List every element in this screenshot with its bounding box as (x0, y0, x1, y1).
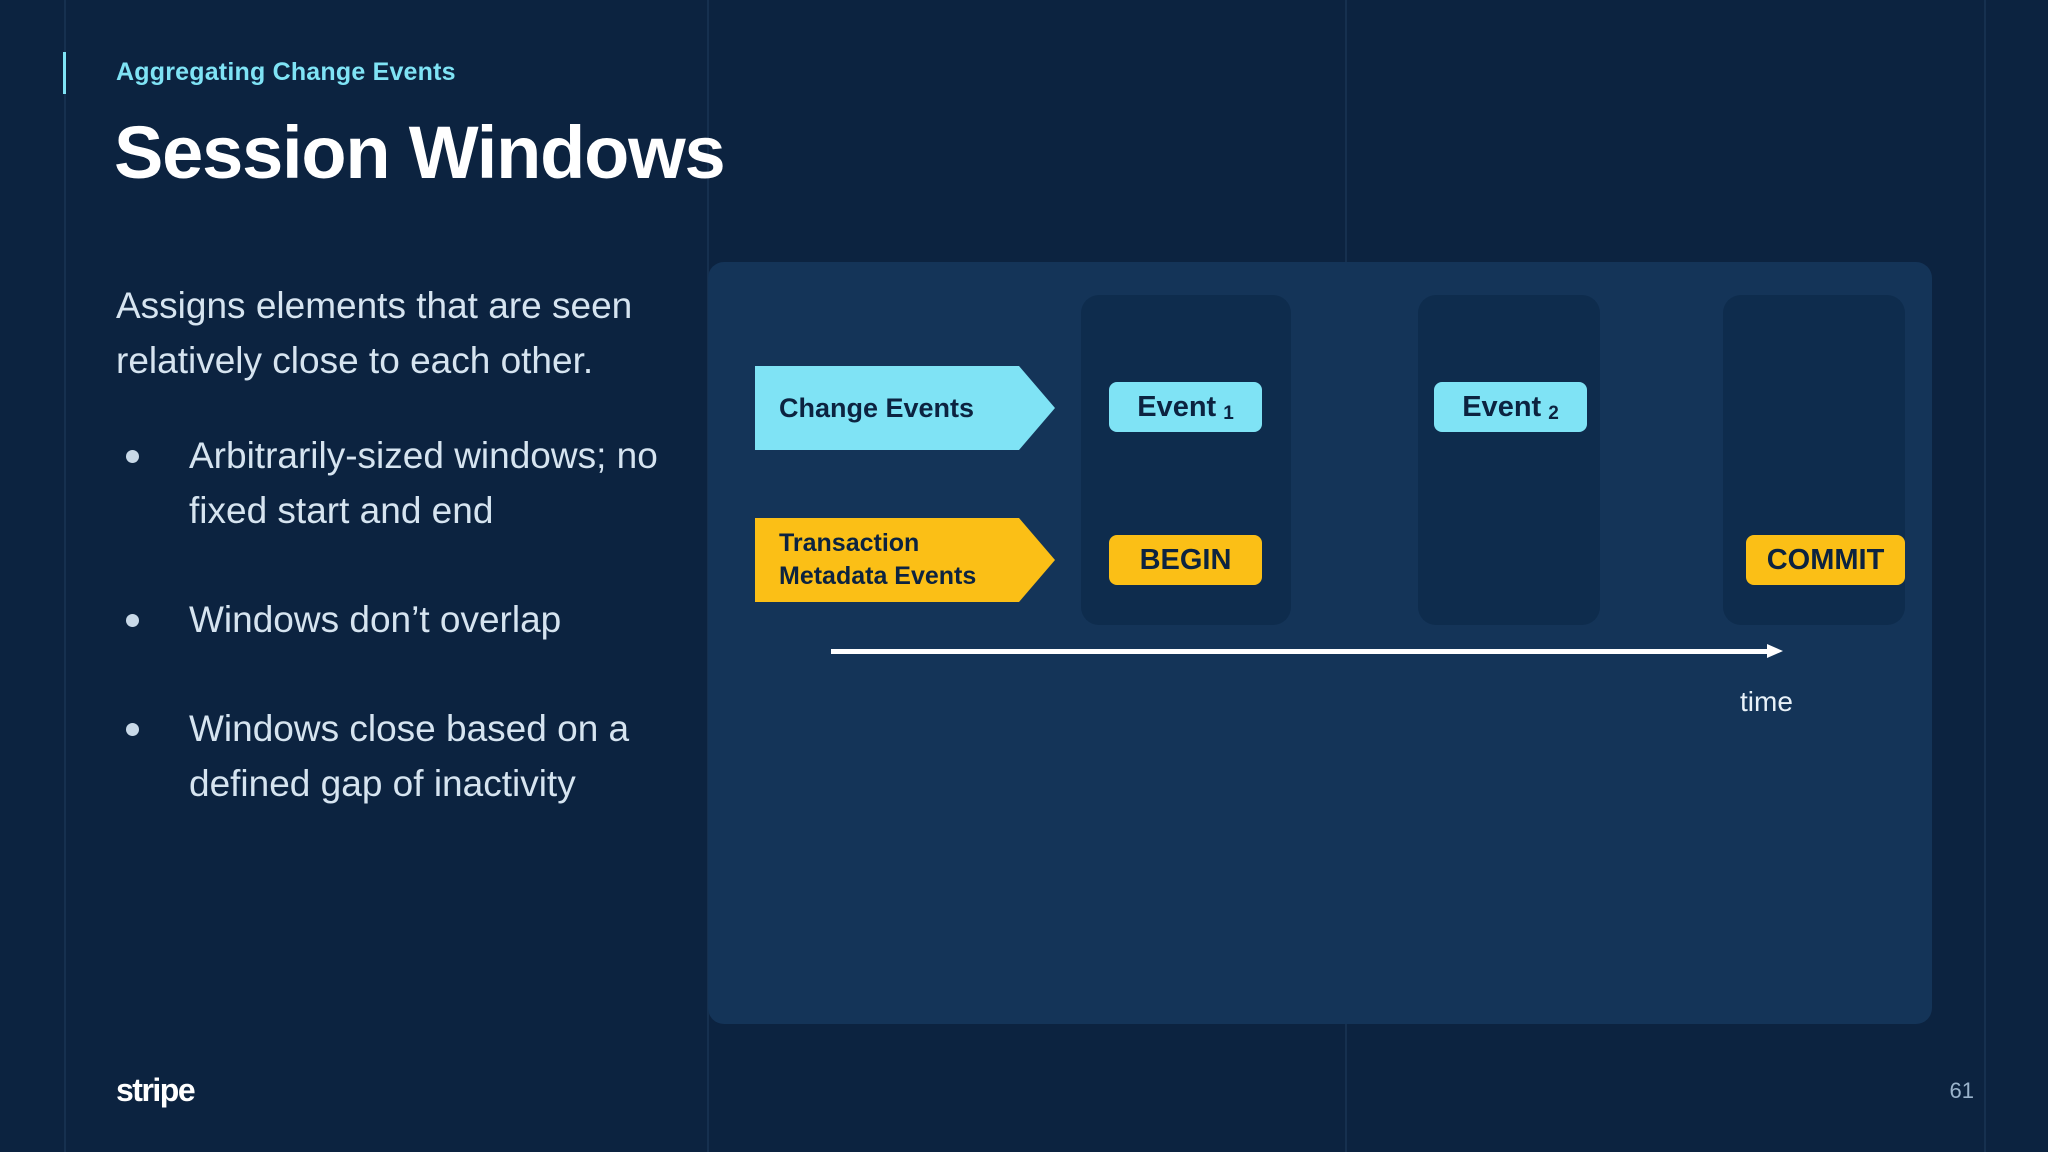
time-axis-arrowhead (1767, 644, 1783, 658)
event-badge-label: Event (1137, 390, 1217, 423)
lane-label-transaction-metadata-events: Transaction Metadata Events (755, 518, 1055, 602)
event-badge-subscript: 1 (1223, 403, 1234, 424)
lane-label-line-1: Transaction (779, 529, 920, 557)
bullet-dot-icon (126, 723, 139, 736)
event-badge-label: Event (1462, 390, 1542, 423)
event-badge-subscript: 2 (1548, 403, 1559, 424)
event-badge-1: Event 1 (1109, 382, 1262, 432)
time-axis-arrow-icon (831, 644, 1783, 658)
bullet-dot-icon (126, 614, 139, 627)
time-axis-caption: time (1740, 686, 1793, 717)
list-item: Windows close based on a defined gap of … (116, 701, 736, 811)
bullet-dot-icon (126, 450, 139, 463)
grid-line-1 (64, 0, 66, 1152)
event-badge-2: Event 2 (1434, 382, 1587, 432)
session-window-card-2 (1418, 295, 1600, 625)
page-number: 61 (1949, 1078, 1974, 1103)
list-item: Windows don’t overlap (116, 592, 736, 647)
grid-line-4 (1984, 0, 1986, 1152)
slide-eyebrow: Aggregating Change Events (116, 58, 456, 86)
bullet-list: Arbitrarily-sized windows; no fixed star… (116, 428, 736, 811)
lane-label-text: Transaction Metadata Events (779, 527, 976, 593)
intro-paragraph: Assigns elements that are seen relativel… (116, 285, 633, 381)
time-axis-line (831, 649, 1769, 654)
lane-label-text: Change Events (779, 392, 975, 423)
eyebrow-accent-bar (63, 52, 66, 94)
list-item-label: Arbitrarily-sized windows; no fixed star… (189, 435, 658, 531)
lane-label-change-events: Change Events (755, 366, 1055, 450)
list-item-label: Windows don’t overlap (189, 599, 562, 640)
page-title: Session Windows (114, 111, 726, 194)
transaction-badge-begin: BEGIN (1109, 535, 1262, 585)
stripe-logo: stripe (116, 1072, 196, 1108)
list-item: Arbitrarily-sized windows; no fixed star… (116, 428, 736, 538)
transaction-badge-commit: COMMIT (1746, 535, 1905, 585)
list-item-label: Windows close based on a defined gap of … (189, 708, 630, 804)
lane-label-line-2: Metadata Events (779, 562, 977, 590)
